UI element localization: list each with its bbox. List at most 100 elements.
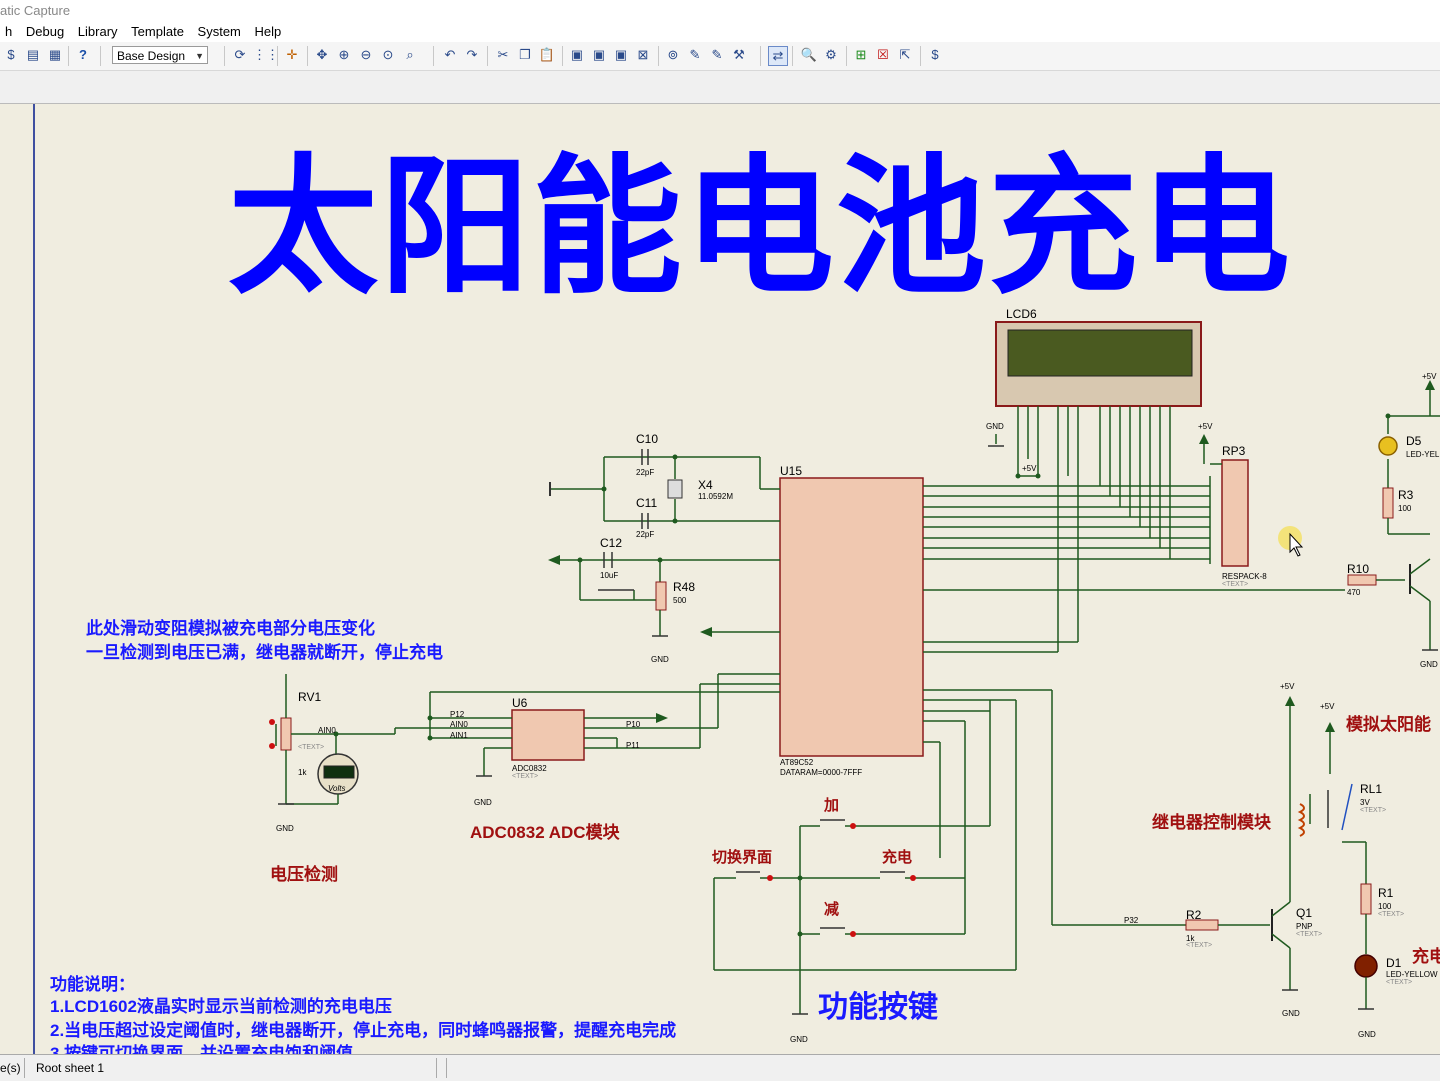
- search-icon[interactable]: 🔍: [800, 47, 818, 62]
- key-switch-label: 切换界面: [712, 849, 773, 866]
- r10-value: 470: [1347, 588, 1361, 597]
- menu-item-graph[interactable]: h: [5, 24, 13, 39]
- menu-item-help[interactable]: Help: [254, 24, 282, 39]
- vcc-q1: +5V: [1280, 682, 1295, 691]
- toolbar-strip: [0, 71, 1440, 104]
- document-icon[interactable]: ▦: [48, 47, 62, 62]
- pan-icon[interactable]: ✥: [316, 47, 328, 62]
- voltmeter-label: Volts: [328, 784, 346, 793]
- paste-icon[interactable]: 📋: [538, 47, 556, 62]
- help-icon[interactable]: ?: [79, 47, 87, 62]
- bill-of-materials-icon[interactable]: $: [931, 47, 939, 62]
- refresh-icon[interactable]: ⟳: [234, 47, 246, 62]
- vcc-relay: +5V: [1320, 702, 1335, 711]
- r1-ref: R1: [1378, 886, 1394, 900]
- d1-ref: D1: [1386, 956, 1402, 970]
- gnd-rv1: GND: [276, 824, 294, 833]
- c11-value: 22pF: [636, 530, 655, 539]
- zoom-all-icon[interactable]: ⊙: [382, 47, 394, 62]
- x4-value: 11.0592M: [698, 492, 733, 501]
- menu-bar: h Debug Library Template System Help: [0, 22, 1440, 42]
- text-tag-adc: <TEXT>: [512, 773, 539, 780]
- menu-item-system[interactable]: System: [197, 24, 241, 39]
- vcc-d5: +5V: [1422, 372, 1437, 381]
- block-move-icon[interactable]: ▣: [592, 47, 606, 62]
- gnd-keys: GND: [790, 1035, 808, 1044]
- func-line-1: 1.LCD1602液晶实时显示当前检测的充电电压: [50, 997, 392, 1016]
- design-select[interactable]: Base Design ▼: [112, 46, 208, 64]
- zoom-in-icon[interactable]: ⊕: [338, 47, 350, 62]
- remove-sheet-icon[interactable]: ☒: [877, 47, 889, 62]
- make-device-icon[interactable]: ✎: [689, 47, 701, 62]
- zoom-area-icon[interactable]: ⌕: [406, 47, 414, 62]
- d5-ref: D5: [1406, 434, 1422, 448]
- rl1-ref: RL1: [1360, 782, 1383, 796]
- c11-ref: C11: [636, 496, 658, 510]
- wire-autorouter-icon[interactable]: ⇄: [768, 46, 788, 66]
- lcd-ref: LCD6: [1006, 307, 1037, 321]
- pick-device-icon[interactable]: ⊚: [667, 47, 679, 62]
- redo-icon[interactable]: ↷: [466, 47, 478, 62]
- d5-value: LED-YEL: [1406, 450, 1440, 459]
- text-tag-r2: <TEXT>: [1186, 942, 1213, 949]
- x4-ref: X4: [698, 478, 713, 492]
- charge-indicator-label: 充电: [1412, 947, 1440, 966]
- new-sheet-icon[interactable]: ⊞: [855, 47, 867, 62]
- grid-icon[interactable]: ⋮⋮: [253, 47, 279, 62]
- d1-value: LED-YELLOW: [1386, 970, 1438, 979]
- text-tag-d1: <TEXT>: [1386, 979, 1413, 986]
- schematic-canvas[interactable]: 太阳能电池充电 此处滑动变阻模拟被充电部分电压变化 一旦检测到电压已满，继电器就…: [0, 104, 1440, 1054]
- rl1-value: 3V: [1360, 798, 1370, 807]
- c12-value: 10uF: [600, 571, 619, 580]
- text-tag-rl1: <TEXT>: [1360, 807, 1387, 814]
- block-rotate-icon[interactable]: ▣: [614, 47, 628, 62]
- c12-ref: C12: [600, 536, 623, 550]
- schematic-title: 太阳能电池充电: [228, 141, 1293, 315]
- net-p12: P12: [450, 710, 465, 719]
- adc-ref: U6: [512, 696, 528, 710]
- key-sub-label: 减: [824, 901, 840, 918]
- r1-value: 100: [1378, 902, 1392, 911]
- cut-icon[interactable]: ✂: [497, 47, 509, 62]
- adc-module-label: ADC0832 ADC模块: [470, 823, 620, 842]
- design-select-value: Base Design: [117, 49, 186, 63]
- copy-icon[interactable]: ❐: [519, 47, 531, 62]
- key-charge-label: 充电: [882, 849, 913, 866]
- gnd-q2: GND: [1420, 660, 1438, 669]
- dollar-icon[interactable]: $: [7, 47, 15, 62]
- menu-item-debug[interactable]: Debug: [25, 24, 65, 39]
- toolbar: $ ▤ ▦ ? ⟳ ⋮⋮ ✛ ✥ ⊕ ⊖ ⊙ ⌕ ↶ ↷ ✂ ❐ 📋 ▣ ▣ ▣…: [0, 42, 1440, 71]
- exit-to-parent-icon[interactable]: ⇱: [899, 47, 911, 62]
- r3-ref: R3: [1398, 488, 1414, 502]
- vcc-respack: +5V: [1198, 422, 1213, 431]
- text-tag-respack: <TEXT>: [1222, 581, 1249, 588]
- mcu-part: AT89C52: [780, 758, 814, 767]
- undo-icon[interactable]: ↶: [444, 47, 456, 62]
- packaging-icon[interactable]: ✎: [711, 47, 723, 62]
- r2-value: 1k: [1186, 934, 1195, 943]
- respack-body: [1221, 459, 1249, 567]
- block-delete-icon[interactable]: ⊠: [637, 47, 649, 62]
- menu-item-template[interactable]: Template: [131, 24, 184, 39]
- keys-title: 功能按键: [818, 991, 938, 1024]
- netlist-icon[interactable]: ▤: [26, 47, 40, 62]
- block-copy-icon[interactable]: ▣: [570, 47, 584, 62]
- gnd-q1: GND: [1282, 1009, 1300, 1018]
- vcc-lcd: +5V: [1022, 464, 1037, 473]
- adc-body: [511, 709, 585, 761]
- note-line-1: 此处滑动变阻模拟被充电部分电压变化: [86, 619, 375, 638]
- mcu-ref: U15: [780, 464, 803, 478]
- chevron-down-icon: ▼: [195, 51, 204, 61]
- sheet-indicator[interactable]: Root sheet 1: [36, 1061, 105, 1075]
- q1-ref: Q1: [1296, 906, 1313, 920]
- r2-ref: R2: [1186, 908, 1202, 922]
- decompose-icon[interactable]: ⚒: [733, 47, 745, 62]
- text-tag-r1: <TEXT>: [1378, 911, 1405, 918]
- mcu-body: [779, 477, 924, 757]
- func-line-3: 3.按键可切换界面，并设置充电饱和阈值: [50, 1044, 354, 1054]
- zoom-out-icon[interactable]: ⊖: [360, 47, 372, 62]
- property-tool-icon[interactable]: ⚙: [825, 47, 837, 62]
- origin-icon[interactable]: ✛: [286, 47, 298, 62]
- lcd-screen: [1007, 329, 1193, 377]
- menu-item-library[interactable]: Library: [77, 24, 118, 39]
